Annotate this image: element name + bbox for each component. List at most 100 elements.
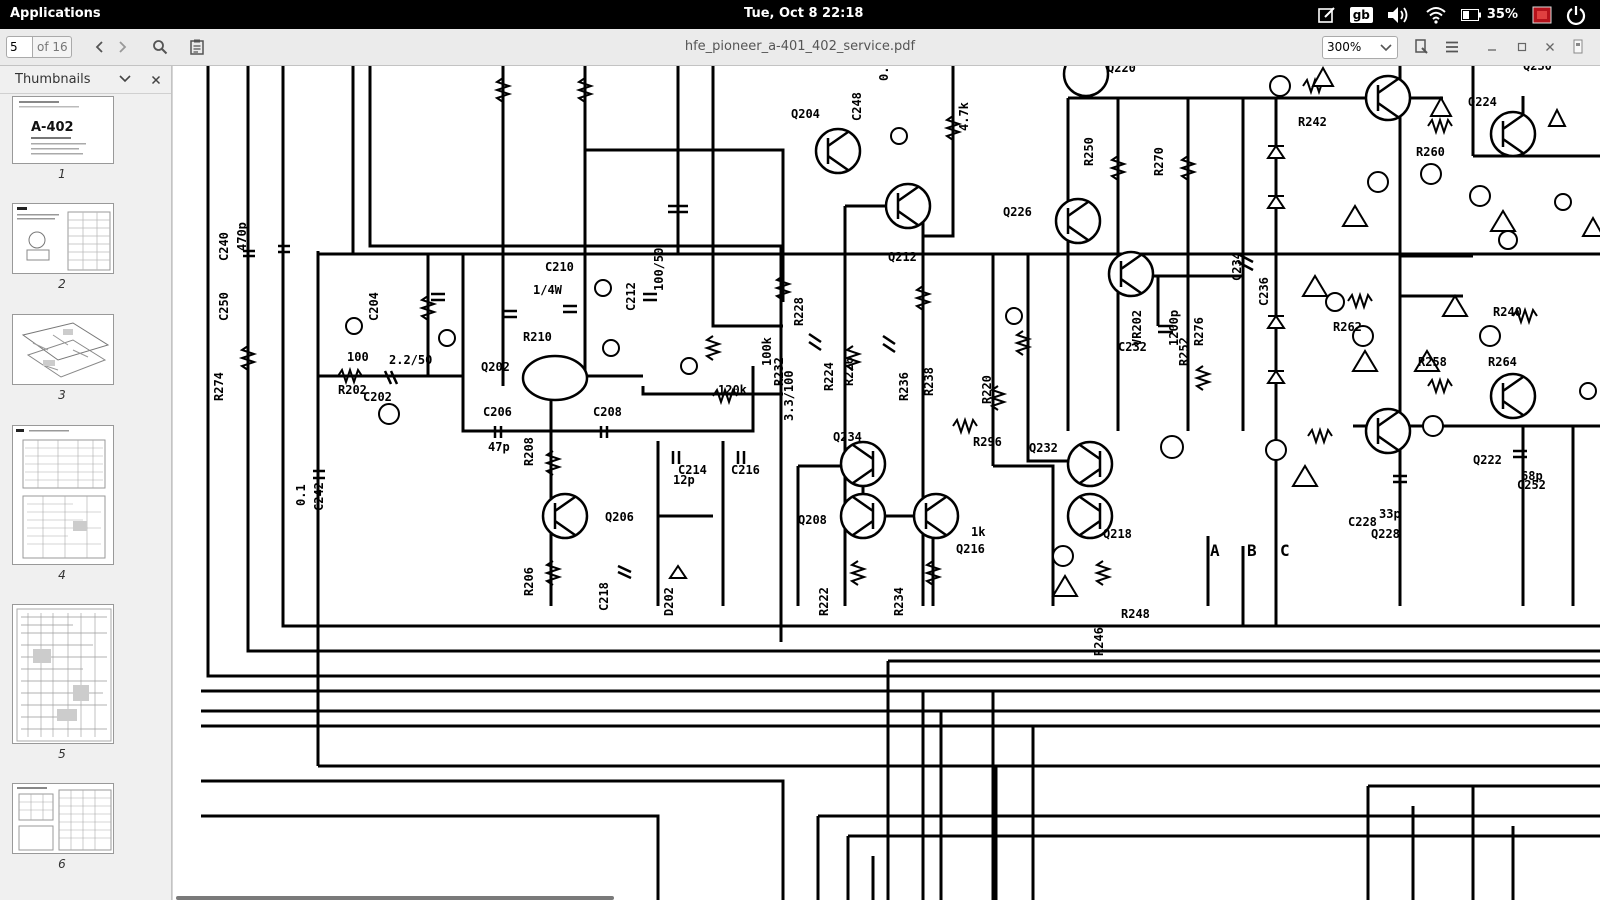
thumbnail-label: 2 [58,277,66,291]
window-resize-handle[interactable] [1566,35,1590,59]
component-label: R220 [980,375,994,404]
component-label: Q228 [1371,527,1400,541]
component-label: R232 [772,357,786,386]
component-label: R246 [1092,627,1106,656]
component-label: C202 [363,390,392,404]
component-label: R274 [212,372,226,401]
component-label: C208 [593,405,622,419]
edit-icon[interactable] [1317,6,1336,24]
component-label: R276 [1192,317,1206,346]
search-button[interactable] [148,35,172,59]
thumbnail-label: 4 [58,568,66,582]
document-view-icon [1415,39,1428,54]
component-label: Q222 [1473,453,1502,467]
component-label: Q206 [605,510,634,524]
component-label: C236 [1257,277,1271,306]
close-icon [151,75,161,85]
view-mode-button[interactable] [1410,35,1434,59]
component-label: Q234 [833,430,862,444]
maximize-window-button[interactable] [1510,35,1534,59]
component-value: 120k [718,383,748,397]
close-icon [1546,43,1554,51]
wifi-icon[interactable] [1425,6,1447,24]
battery-icon [1460,8,1481,21]
component-label: R236 [897,372,911,401]
component-label: R264 [1488,355,1517,369]
close-sidebar-button[interactable] [151,70,161,89]
component-label: C248 [850,92,864,121]
zoom-select[interactable]: 300% [1322,36,1398,59]
bus-label: B [1247,541,1257,560]
component-label: Q202 [481,360,510,374]
keyboard-layout-indicator[interactable]: gb [1349,6,1373,23]
component-value: 12p [673,473,695,487]
power-icon[interactable] [1566,5,1586,25]
thumbnail-page-6[interactable] [12,783,114,854]
thumbnail-label: 6 [58,857,66,871]
battery-indicator[interactable]: 35% [1460,7,1518,22]
component-label: Q212 [888,250,917,264]
component-label: C204 [367,292,381,321]
component-label: C214 [678,463,707,477]
component-value: 1/4W [533,283,563,297]
component-label: R210 [523,330,552,344]
component-label: Q232 [1029,441,1058,455]
clock[interactable]: Tue, Oct 8 22:18 [744,6,864,21]
component-label: C216 [731,463,760,477]
chevron-down-icon [119,75,131,83]
applications-menu[interactable]: Applications [10,6,101,21]
component-label: Q230 [1523,66,1552,73]
component-value: 100 [347,350,369,364]
component-label: C240 [217,232,231,261]
thumbnails-sidebar: Thumbnails A-402 1 2 [0,66,172,900]
component-label: R208 [522,437,536,466]
thumbnail-page-4[interactable] [12,425,114,565]
component-label: Q204 [791,107,820,121]
annotations-button[interactable] [185,35,209,59]
component-value: 0.1 [294,484,308,506]
close-window-button[interactable] [1538,35,1562,59]
minimize-window-button[interactable] [1480,35,1504,59]
component-label: R226 [842,357,856,386]
component-label: C206 [483,405,512,419]
thumbnail-page-5[interactable] [12,604,114,744]
document-header-bar: of 16 hfe_pioneer_a-401_402_service.pdf … [0,29,1600,66]
thumbnail-page-3[interactable] [12,314,114,385]
thumbnail-page-2[interactable] [12,203,114,274]
search-icon [153,40,168,55]
component-label: R252 [1177,337,1191,366]
volume-icon[interactable] [1387,6,1411,24]
sidebar-mode-dropdown[interactable] [118,70,132,90]
component-label: R260 [1416,145,1445,159]
component-label: Q216 [956,542,985,556]
component-label: R222 [817,587,831,616]
component-label: C250 [217,292,231,321]
sidebar-title: Thumbnails [15,72,91,87]
thumbnail-page-1[interactable]: A-402 [12,96,114,164]
menu-button[interactable] [1440,35,1464,59]
component-label: R248 [1121,607,1150,621]
recording-indicator-icon[interactable] [1532,6,1552,24]
component-label: R238 [922,367,936,396]
component-label: R224 [822,362,836,391]
thumbnail-label: 3 [58,388,66,402]
component-value: 4.7k [957,101,971,131]
next-page-button[interactable] [110,35,134,59]
previous-page-button[interactable] [88,35,112,59]
chevron-left-icon [95,41,103,53]
zoom-level: 300% [1327,40,1362,54]
thumbnail-label: 5 [58,747,66,761]
component-label: Q208 [798,513,827,527]
component-label: R258 [1418,355,1447,369]
component-value: 3.3/100 [782,370,796,421]
component-value: 33p [1379,507,1401,521]
component-label: R250 [1082,137,1096,166]
component-label: R202 [338,383,367,397]
horizontal-scrollbar[interactable] [176,896,614,900]
page-number-input[interactable] [6,36,33,58]
component-label: C210 [545,260,574,274]
thumbnail-label: 1 [58,167,66,181]
component-label: Q224 [1468,95,1497,109]
hamburger-menu-icon [1446,41,1458,53]
